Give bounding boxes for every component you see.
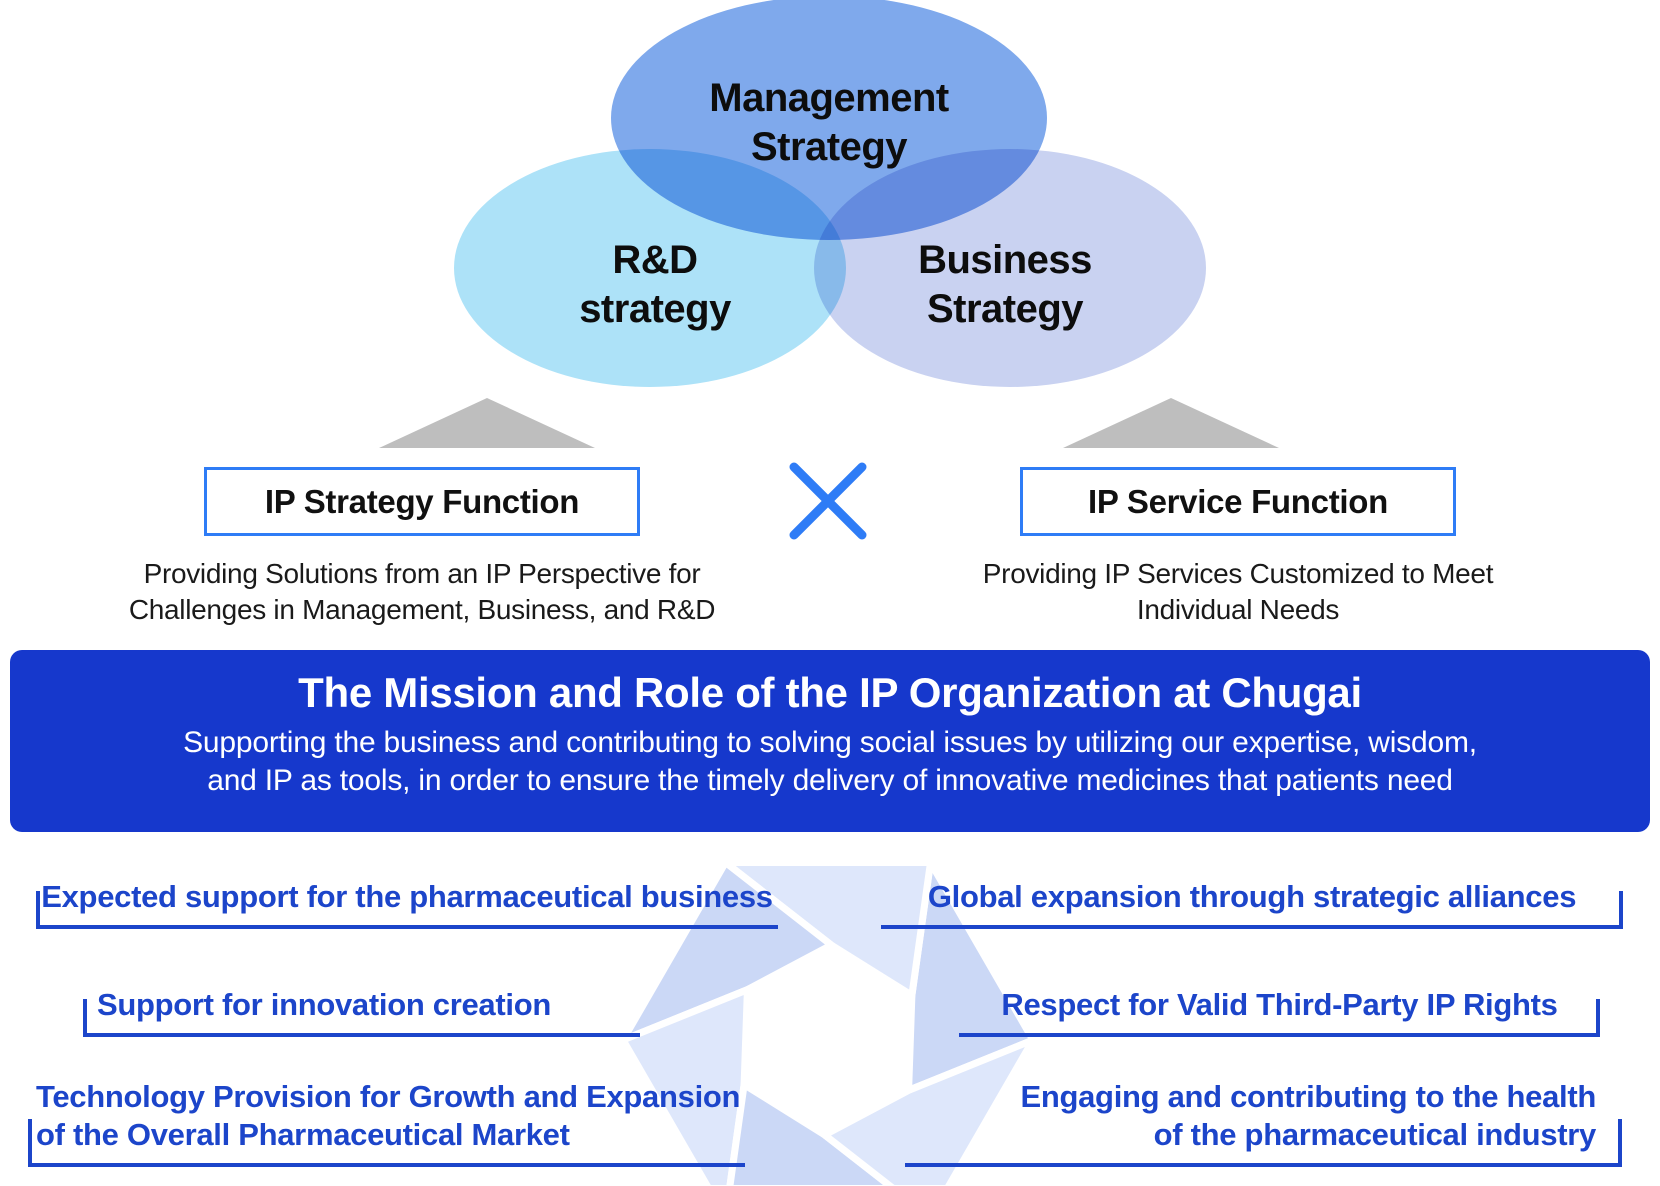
label-line: R&D [612,238,698,282]
key-item-text: Expected support for the pharmaceutical … [41,879,773,914]
bracket-tick [28,1119,32,1167]
description-line: Providing Solutions from an IP Perspecti… [143,558,701,589]
label-business-strategy: Business Strategy [845,236,1165,334]
label-line: strategy [579,287,731,331]
bracket-tick [1619,891,1623,929]
ip-service-function-description: Providing IP Services Customized to Meet… [908,556,1568,628]
ip-service-function-box: IP Service Function [1020,467,1456,536]
key-item-text: Technology Provision for Growth and Expa… [28,1078,745,1154]
key-item-text: Respect for Valid Third-Party IP Rights [1001,987,1558,1022]
ip-strategy-function-box: IP Strategy Function [204,467,640,536]
key-item-text: Support for innovation creation [97,987,551,1022]
label-management-strategy: Management Strategy [669,74,989,172]
underline [28,1163,745,1167]
label-line: Strategy [750,125,908,169]
bracket-tick [36,891,40,929]
description-line: Providing IP Services Customized to Meet [982,558,1494,589]
key-item-text: Global expansion through strategic allia… [927,879,1577,914]
multiply-icon [789,462,867,540]
key-item: Expected support for the pharmaceutical … [36,878,778,929]
key-item-line: of the pharmaceutical industry [1153,1117,1597,1152]
underline [83,1033,640,1037]
underline [905,1163,1622,1167]
key-item-line: of the Overall Pharmaceutical Market [36,1117,570,1152]
key-item-line: Technology Provision for Growth and Expa… [36,1079,741,1114]
description-line: Challenges in Management, Business, and … [128,594,716,625]
triangle-up-icon [379,398,595,448]
label-line: Management [709,76,949,120]
description-line: Individual Needs [1136,594,1340,625]
ip-strategy-function-description: Providing Solutions from an IP Perspecti… [92,556,752,628]
mission-title: The Mission and Role of the IP Organizat… [298,669,1362,716]
bracket-tick [1596,999,1600,1037]
mission-subtitle-line: Supporting the business and contributing… [183,726,1477,759]
underline [881,925,1623,929]
ip-strategy-function-title: IP Strategy Function [264,482,580,520]
triangle-up-icon [1063,398,1279,448]
bracket-tick [83,999,87,1037]
mission-subtitle: Supporting the business and contributing… [10,724,1650,800]
label-line: Business [918,238,1092,282]
mission-subtitle-line: and IP as tools, in order to ensure the … [207,764,1453,797]
key-item: Global expansion through strategic allia… [881,878,1623,929]
label-rnd-strategy: R&D strategy [495,236,815,334]
label-line: Strategy [926,287,1084,331]
underline [36,925,778,929]
key-item-line: Engaging and contributing to the health [1020,1079,1596,1114]
key-item-text: Engaging and contributing to the health … [905,1078,1622,1154]
underline [959,1033,1600,1037]
key-item: Technology Provision for Growth and Expa… [28,1070,745,1167]
key-item: Support for innovation creation [83,986,640,1037]
bracket-tick [1618,1119,1622,1167]
ellipse-rnd-strategy [454,149,846,387]
mission-banner: The Mission and Role of the IP Organizat… [10,650,1650,832]
ellipse-business-strategy [814,149,1206,387]
key-item: Respect for Valid Third-Party IP Rights [959,986,1600,1037]
key-item: Engaging and contributing to the health … [905,1070,1622,1167]
ip-service-function-title: IP Service Function [1088,482,1388,520]
